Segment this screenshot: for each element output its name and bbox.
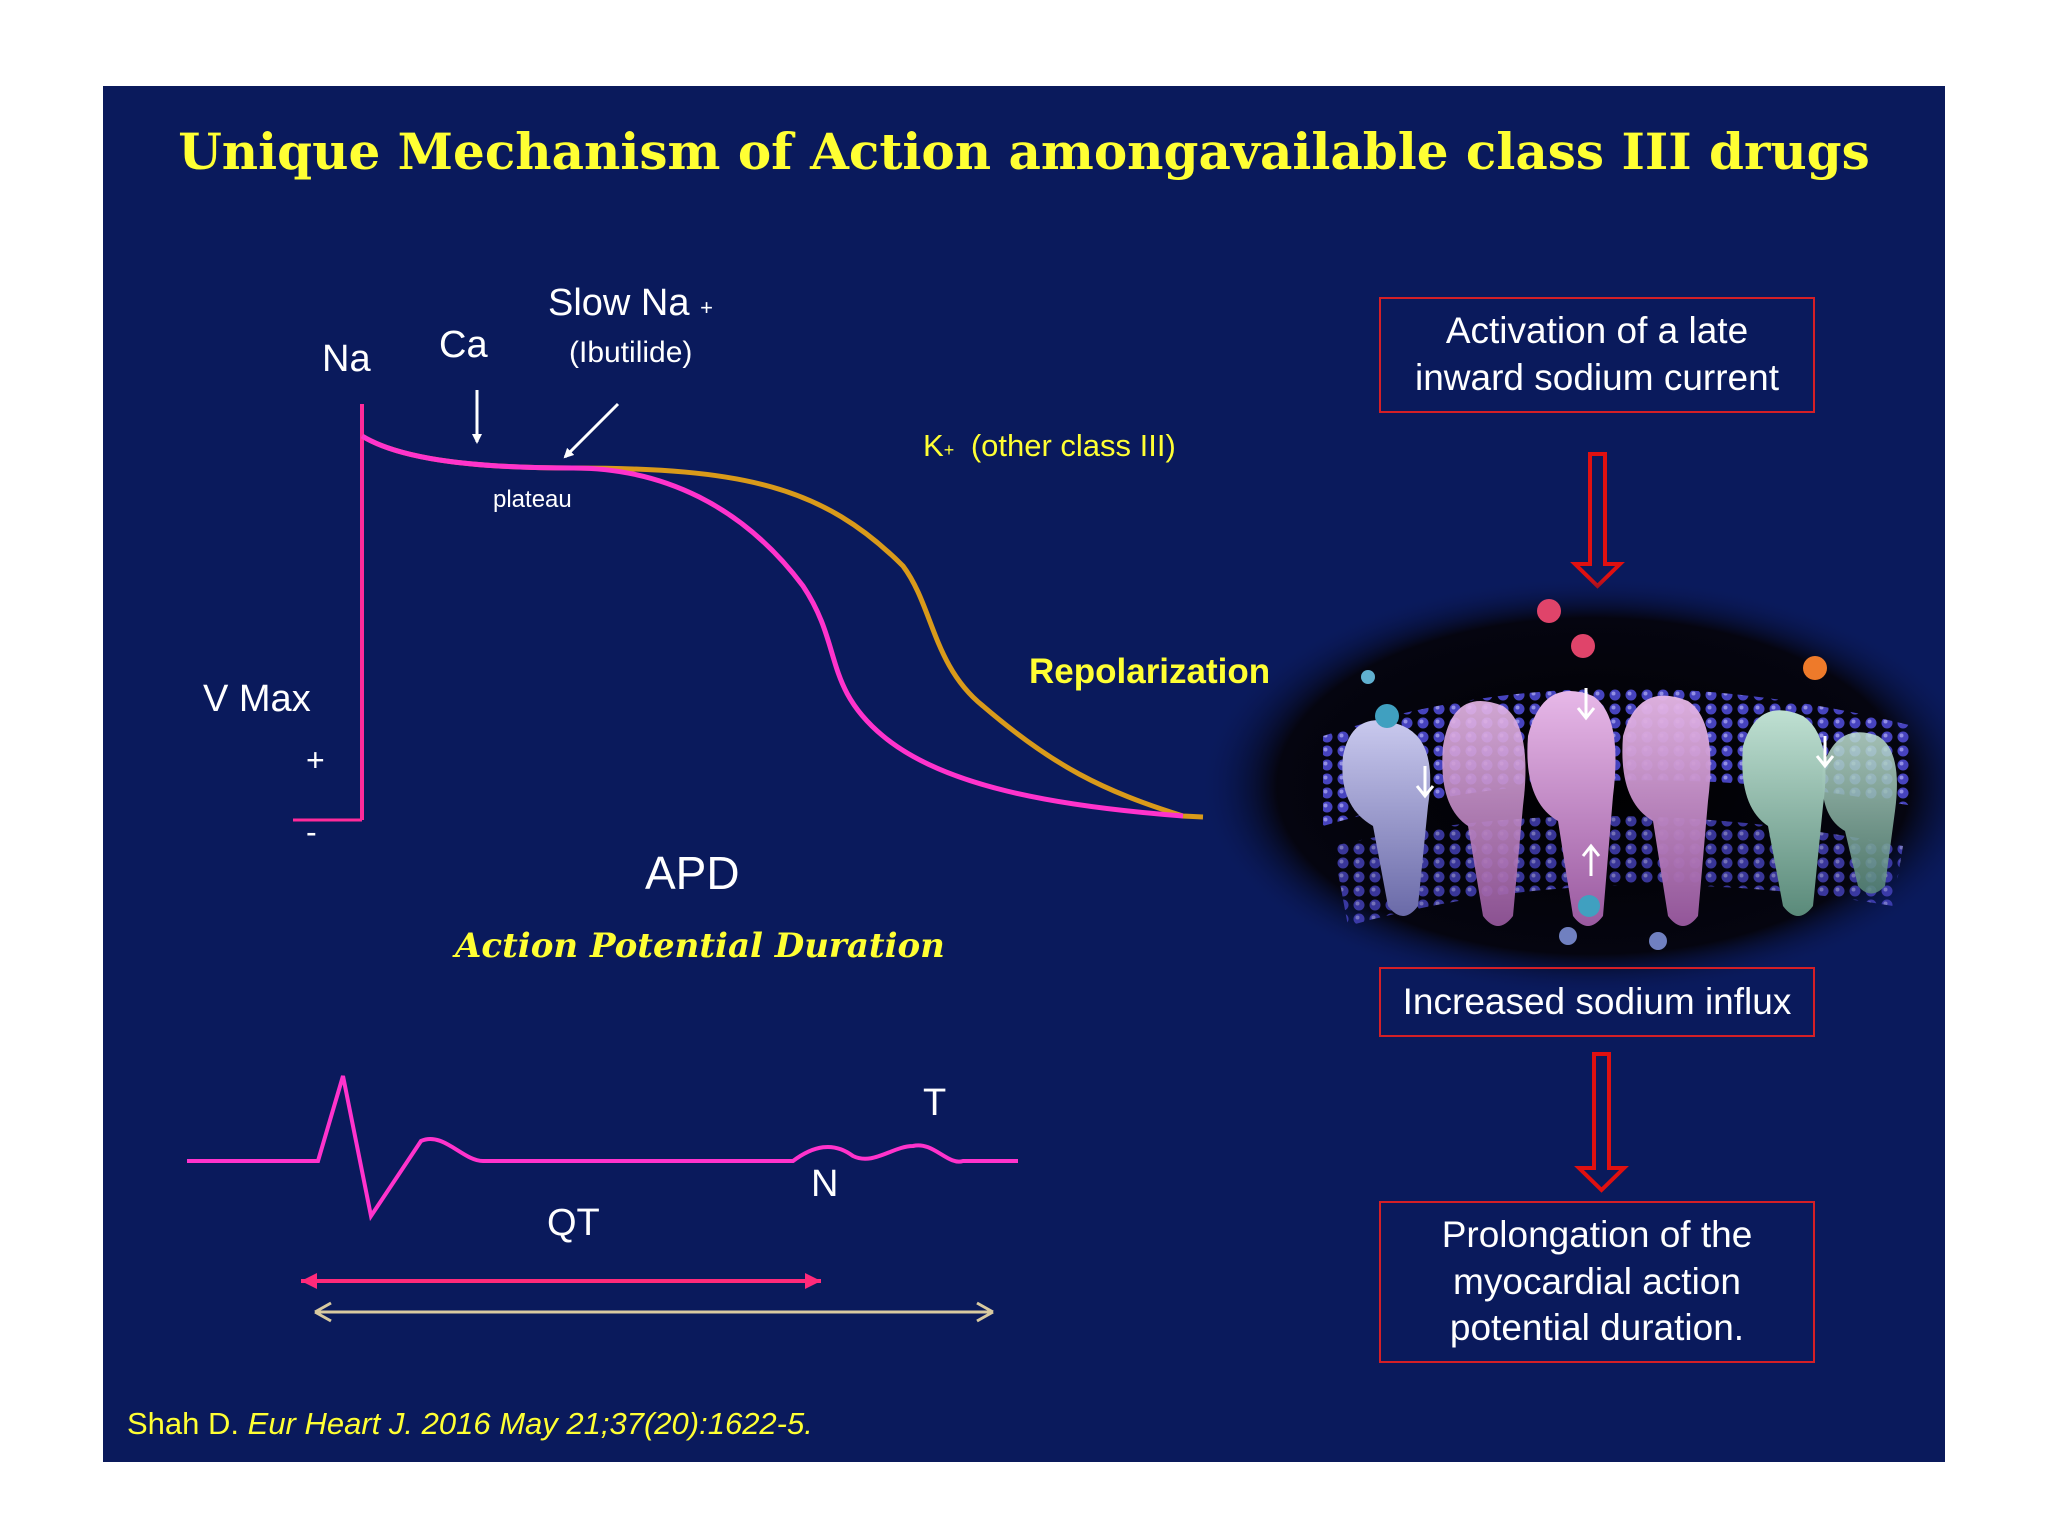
qt-arrow-short (301, 1273, 821, 1289)
minus-label: - (306, 814, 317, 850)
apd-label: APD (645, 847, 740, 899)
plateau-label: plateau (493, 486, 572, 513)
flow-box-sodium-influx: Increased sodium influx (1379, 967, 1815, 1037)
k-superscript: + (943, 440, 955, 460)
k-text: K (923, 428, 944, 463)
t-label: T (923, 1082, 947, 1124)
k-label: K+ (other class III) (923, 428, 1176, 464)
flow-arrow-1 (1570, 452, 1625, 589)
diagram-graphics (187, 390, 1945, 1323)
slow-na-superscript: + (700, 295, 713, 320)
qt-arrow-long (314, 1301, 994, 1323)
citation-author: Shah D. (127, 1406, 240, 1441)
ecg-trace (187, 1075, 1018, 1222)
cell-membrane-ion-channel-illustration (1198, 576, 1945, 996)
vmax-label: V Max (203, 678, 311, 720)
ap-curve-ibutilide (360, 433, 1184, 819)
ca-label: Ca (439, 324, 488, 366)
flow-box-apd-prolongation: Prolongation of the myocardial action po… (1379, 1201, 1815, 1363)
flow-box-1-text: Activation of a late inward sodium curre… (1415, 310, 1779, 398)
citation: Shah D. Eur Heart J. 2016 May 21;37(20):… (127, 1406, 813, 1442)
slow-na-arrow (563, 402, 620, 459)
flow-box-late-sodium-current: Activation of a late inward sodium curre… (1379, 297, 1815, 413)
flow-arrow-2 (1574, 1052, 1629, 1193)
na-label: Na (322, 338, 371, 380)
slide-title: Unique Mechanism of Action amongavailabl… (178, 122, 1870, 181)
slow-na-label: Slow Na + (548, 282, 713, 325)
n-label: N (811, 1163, 839, 1205)
other-class-label: (other class III) (970, 428, 1176, 463)
slide: Unique Mechanism of Action amongavailabl… (103, 86, 1945, 1462)
flow-box-2-text: Increased sodium influx (1402, 980, 1792, 1022)
ap-curve-k-blockers (360, 433, 1204, 820)
citation-journal: Eur Heart J. 2016 May 21;37(20):1622-5. (247, 1406, 813, 1441)
repolarization-label: Repolarization (1029, 652, 1271, 691)
apd-full-label: Action Potential Duration (455, 926, 945, 966)
flow-box-3-text: Prolongation of the myocardial action po… (1441, 1213, 1753, 1349)
slow-na-text: Slow Na (548, 282, 690, 324)
plus-label: + (306, 742, 325, 778)
ibutilide-label: (Ibutilide) (569, 336, 693, 369)
qt-label: QT (547, 1202, 600, 1244)
